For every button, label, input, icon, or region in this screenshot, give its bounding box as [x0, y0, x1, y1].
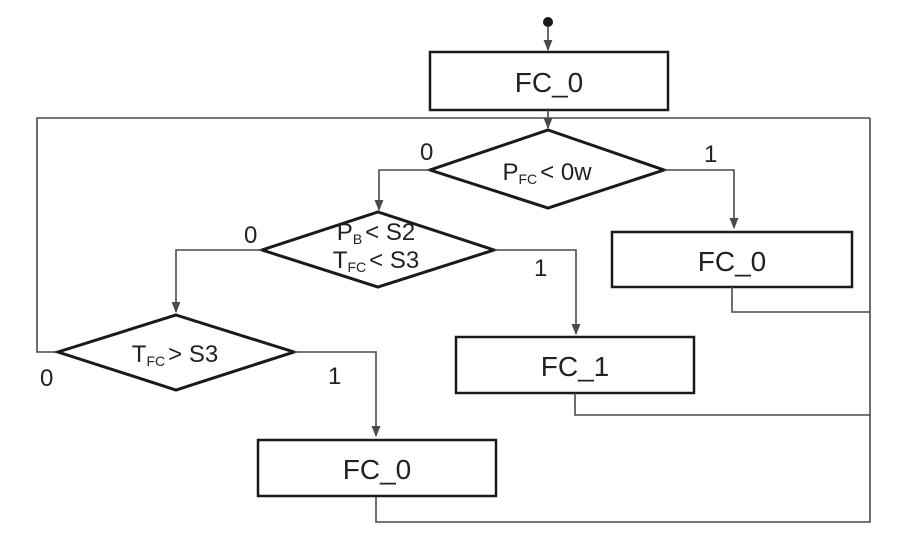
d2-no-connector — [176, 250, 262, 312]
decision-1-no-label: 0 — [420, 139, 433, 166]
decision-1-yes-label: 1 — [704, 141, 717, 168]
decision-3-condition: TFC> S3 — [132, 341, 218, 369]
d1-yes-connector — [664, 170, 734, 228]
decision-2-condition-1: PB< S2 — [337, 219, 415, 247]
box-fc1-middle-label: FC_1 — [541, 351, 609, 382]
decision-1-condition: PFC< 0w — [502, 159, 592, 187]
middle-box-return — [575, 393, 870, 415]
box-fc0-right-label: FC_0 — [698, 246, 766, 277]
decision-2-condition-2: TFC< S3 — [333, 247, 419, 275]
right-box-return — [732, 287, 870, 312]
decision-2-no-label: 0 — [244, 222, 257, 249]
start-node — [543, 17, 553, 27]
d1-no-connector — [379, 170, 430, 210]
decision-3-no-label: 0 — [40, 365, 53, 392]
box-fc0-bottom-label: FC_0 — [343, 454, 411, 485]
box-fc0-top-label: FC_0 — [515, 67, 583, 98]
decision-2-yes-label: 1 — [534, 255, 547, 282]
decision-3-yes-label: 1 — [328, 363, 341, 390]
loop-left-return — [37, 118, 548, 352]
